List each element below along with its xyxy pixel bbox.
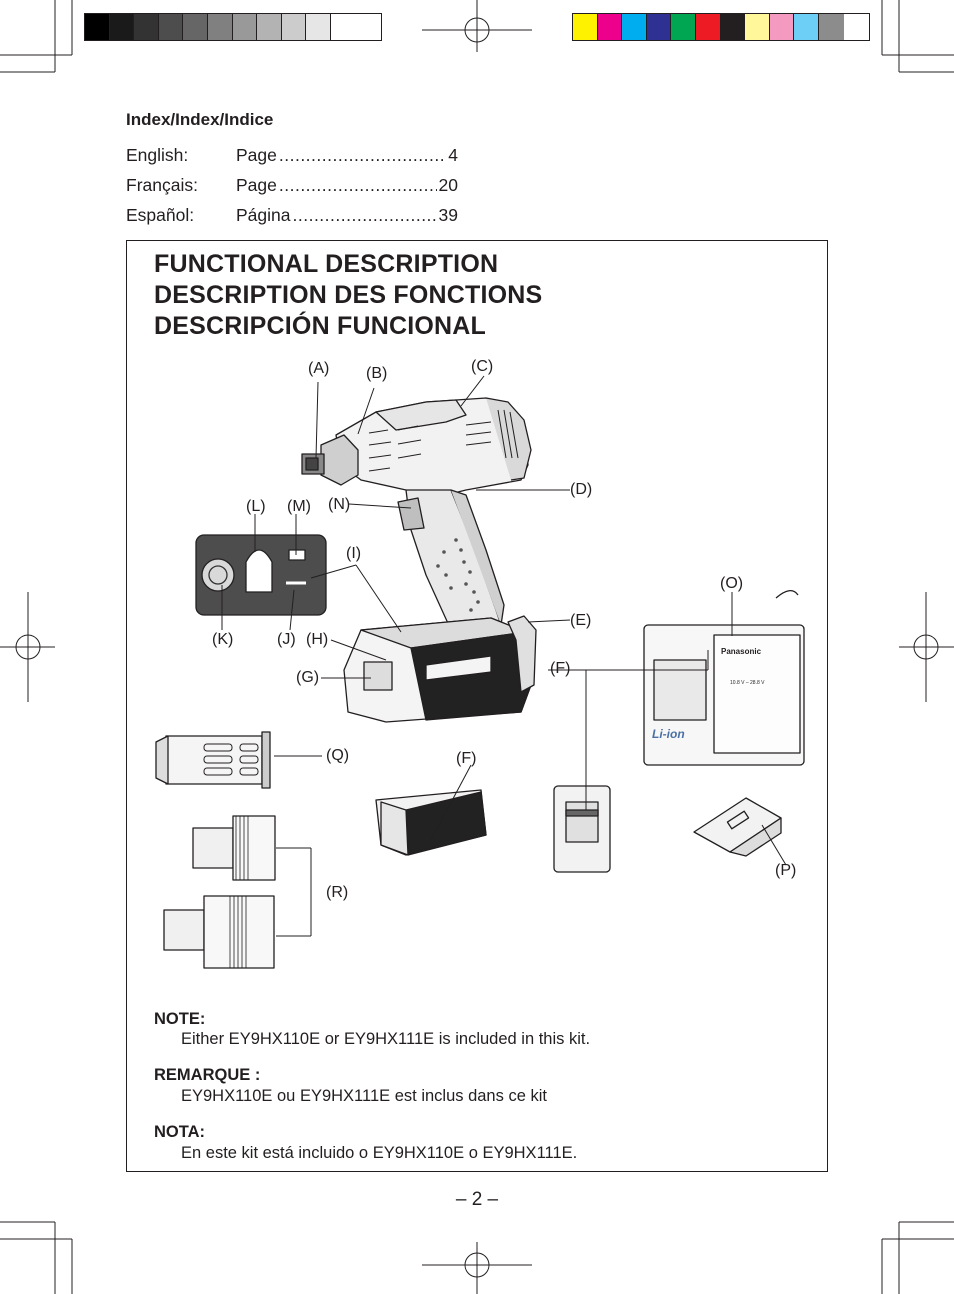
label-f-charger: (F) — [550, 660, 571, 677]
color-swatch — [671, 14, 696, 40]
product-illustration — [155, 375, 805, 969]
grayscale-swatch — [134, 14, 159, 40]
index-language: English: — [126, 145, 189, 165]
color-bar — [572, 13, 870, 41]
section-title-spanish: DESCRIPCIÓN FUNCIONAL — [154, 312, 486, 340]
label-h: (H) — [306, 631, 329, 648]
index-page-number: 39 — [438, 205, 458, 225]
socket-adapters — [163, 815, 276, 969]
label-o: (O) — [720, 575, 744, 592]
note-text-english: Either EY9HX110E or EY9HX111E is include… — [181, 1030, 591, 1048]
battery-upright — [553, 785, 611, 873]
label-l: (L) — [246, 498, 266, 515]
label-f-battery: (F) — [456, 750, 477, 767]
grayscale-swatch — [306, 14, 331, 40]
grayscale-swatch — [109, 14, 135, 40]
keyless-chuck — [155, 731, 271, 789]
spare-battery — [375, 789, 487, 856]
index-page-number: 20 — [438, 175, 458, 195]
index-language: Français: — [126, 175, 198, 195]
label-p: (P) — [775, 862, 797, 879]
grayscale-swatch — [183, 14, 208, 40]
grayscale-swatch — [158, 14, 184, 40]
color-swatch — [597, 14, 623, 40]
note-text-french: EY9HX110E ou EY9HX111E est inclus dans c… — [181, 1087, 547, 1105]
leader-dots — [279, 145, 446, 166]
index-language: Español: — [126, 205, 195, 225]
note-heading-english: NOTE: — [154, 1010, 206, 1028]
grayscale-swatch — [207, 14, 233, 40]
index-page-word: Página — [236, 205, 291, 225]
color-swatch — [695, 14, 721, 40]
note-heading-french: REMARQUE : — [154, 1066, 261, 1084]
color-swatch — [818, 14, 844, 40]
label-r: (R) — [326, 884, 349, 901]
index-row-english[interactable]: English: Page 4 — [126, 145, 458, 166]
grayscale-swatch — [257, 14, 282, 40]
color-swatch — [720, 14, 746, 40]
control-panel — [195, 534, 327, 616]
label-j: (J) — [277, 631, 296, 648]
charger-voltage: 10.8 V – 28.8 V — [730, 680, 765, 686]
index-title: Index/Index/Indice — [126, 110, 274, 129]
charger-brand: Panasonic — [721, 647, 762, 656]
charger-liion-badge: Li-ion — [652, 727, 685, 741]
color-swatch — [646, 14, 672, 40]
grayscale-bar — [84, 13, 382, 41]
index-row-spanish[interactable]: Español: Página 39 — [126, 205, 458, 226]
color-swatch — [573, 14, 598, 40]
label-n: (N) — [328, 496, 351, 513]
index-row-french[interactable]: Français: Page 20 — [126, 175, 458, 196]
functional-description-panel — [126, 240, 828, 1172]
label-e: (E) — [570, 612, 592, 629]
color-swatch — [745, 14, 770, 40]
grayscale-swatch — [232, 14, 258, 40]
leader-dots — [279, 175, 437, 196]
index-page-word: Page — [236, 175, 277, 195]
battery-cover — [693, 797, 782, 857]
label-d: (D) — [570, 481, 593, 498]
label-c: (C) — [471, 358, 494, 375]
label-g: (G) — [296, 669, 320, 686]
section-title-french: DESCRIPTION DES FONCTIONS — [154, 281, 543, 309]
page-number: – 2 – — [455, 1189, 499, 1210]
color-swatch — [622, 14, 647, 40]
label-b: (B) — [366, 365, 388, 382]
note-heading-spanish: NOTA: — [154, 1123, 206, 1141]
index-page-word: Page — [236, 145, 277, 165]
grayscale-swatch — [330, 14, 356, 40]
impact-driver — [301, 397, 537, 723]
color-swatch — [769, 14, 795, 40]
index-page-number: 4 — [448, 145, 458, 165]
leader-dots — [293, 205, 437, 226]
note-text-spanish: En este kit está incluido o EY9HX110E o … — [181, 1144, 578, 1162]
label-a: (A) — [308, 360, 330, 377]
grayscale-swatch — [281, 14, 307, 40]
section-title-english: FUNCTIONAL DESCRIPTION — [154, 250, 499, 278]
label-q: (Q) — [326, 747, 350, 764]
color-swatch — [794, 14, 819, 40]
label-k: (K) — [212, 631, 234, 648]
label-m: (M) — [287, 498, 311, 515]
grayscale-swatch — [85, 14, 110, 40]
label-i: (I) — [346, 545, 362, 562]
